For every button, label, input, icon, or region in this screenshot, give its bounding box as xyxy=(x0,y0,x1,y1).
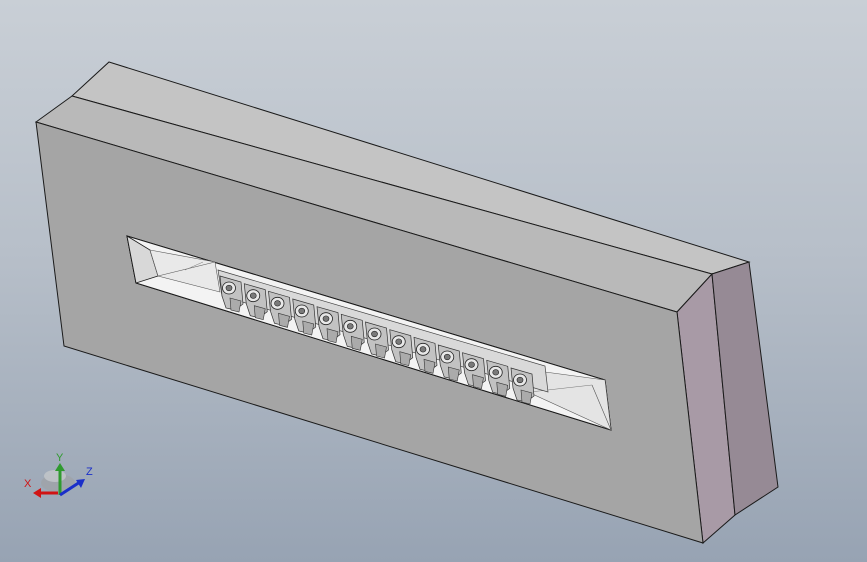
connector-part xyxy=(437,344,462,382)
connector-part xyxy=(365,321,389,359)
connector-part xyxy=(219,275,244,313)
connector-part xyxy=(243,283,268,321)
connector-part xyxy=(340,313,365,351)
connector-part xyxy=(389,329,414,367)
connector-part xyxy=(268,290,292,328)
connector-part xyxy=(292,298,317,336)
side-face-rear-plate xyxy=(711,261,779,516)
connector-part xyxy=(316,306,341,344)
coordinate-triad: X Y Z xyxy=(24,452,93,498)
connector-part xyxy=(510,367,535,405)
mold-block-model[interactable] xyxy=(34,61,779,545)
connector-part xyxy=(486,359,511,397)
z-axis-arrow xyxy=(59,480,81,497)
y-axis-label: Y xyxy=(56,452,64,464)
x-axis-label: X xyxy=(24,478,32,490)
z-axis-label: Z xyxy=(86,466,93,478)
connector-part xyxy=(413,336,438,374)
connector-part xyxy=(462,352,486,390)
connector-row xyxy=(217,269,549,405)
